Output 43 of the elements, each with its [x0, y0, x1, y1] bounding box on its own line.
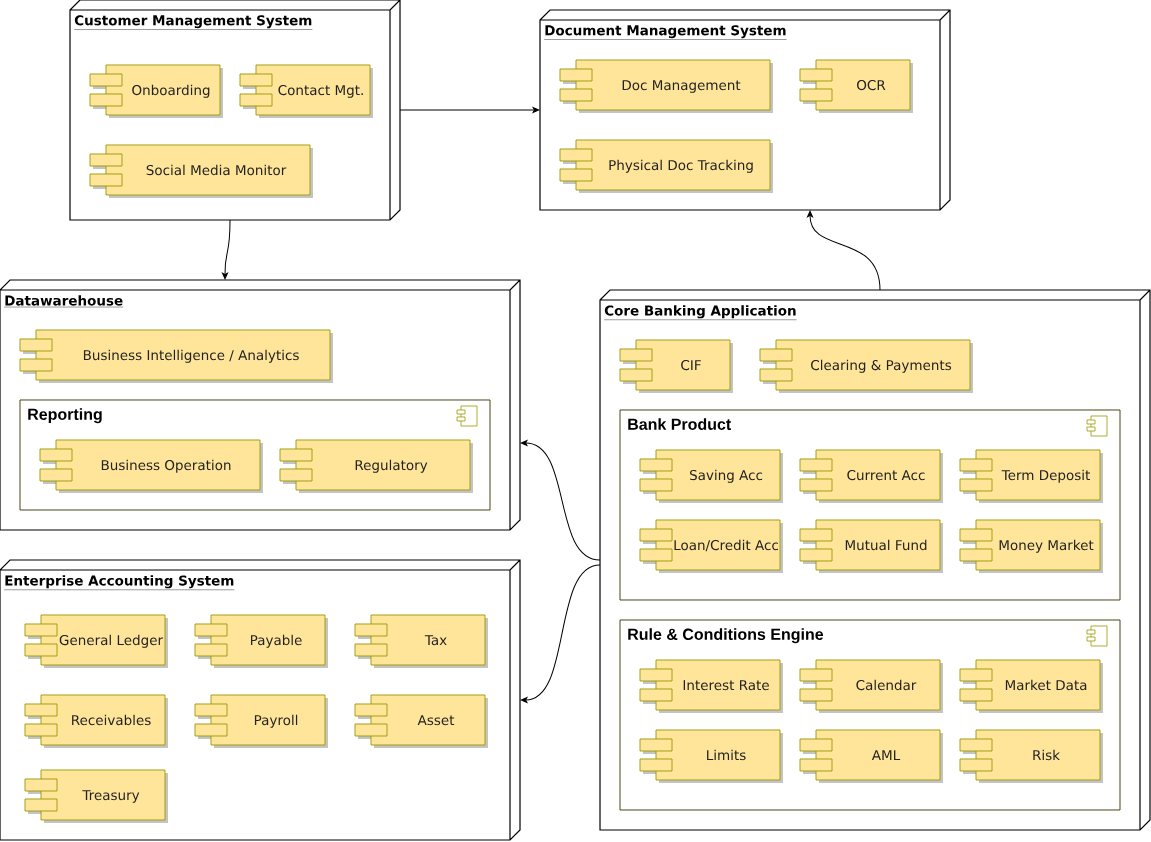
component-box: Business Operation	[39, 439, 263, 493]
component-box: Market Data	[959, 659, 1103, 713]
component-box: Tax	[354, 614, 488, 668]
component-box: Current Acc	[799, 449, 943, 503]
component-box: Social Media Monitor	[89, 144, 313, 198]
arrow	[399, 107, 540, 113]
component-box: Clearing & Payments	[759, 339, 973, 393]
component-box: Limits	[639, 729, 783, 783]
group-title: Reporting	[28, 408, 102, 424]
group-title: Rule & Conditions Engine	[628, 628, 824, 644]
component-box: Money Market	[959, 519, 1103, 573]
component-box: Mutual Fund	[799, 519, 943, 573]
component-box: Saving Acc	[639, 449, 783, 503]
component-box: AML	[799, 729, 943, 783]
group-title: Bank Product	[628, 418, 731, 430]
node-title: Document Management System	[544, 25, 787, 40]
arrow	[222, 219, 231, 280]
component-box: Interest Rate	[639, 659, 783, 713]
component-box: CIF	[619, 339, 733, 393]
component-box: Treasury	[24, 769, 168, 823]
component-box: Doc Management	[559, 59, 773, 113]
component-box: Receivables	[24, 694, 168, 748]
component-box: General Ledger	[24, 614, 168, 668]
component-box: Calendar	[799, 659, 943, 713]
node-title: Customer Management System	[74, 15, 313, 30]
node-title: Core Banking Application	[604, 305, 797, 320]
component-box: Payable	[194, 614, 328, 668]
component-box: Term Deposit	[959, 449, 1103, 503]
node-title: Enterprise Accounting System	[4, 575, 235, 590]
component-box: Onboarding	[89, 64, 223, 118]
component-box: Contact Mgt.	[239, 64, 373, 118]
arrow	[807, 210, 881, 291]
component-box: Loan/Credit Acc	[639, 519, 783, 573]
component-box: Payroll	[194, 694, 328, 748]
component-box: Physical Doc Tracking	[559, 139, 773, 193]
component-box: Asset	[354, 694, 488, 748]
component-box: Business Intelligence / Analytics	[19, 329, 333, 383]
arrow	[520, 440, 601, 561]
arrow	[520, 564, 601, 703]
component-box: OCR	[799, 59, 913, 113]
node-title: Datawarehouse	[4, 295, 124, 308]
component-box: Risk	[959, 729, 1103, 783]
component-box: Regulatory	[279, 439, 473, 493]
